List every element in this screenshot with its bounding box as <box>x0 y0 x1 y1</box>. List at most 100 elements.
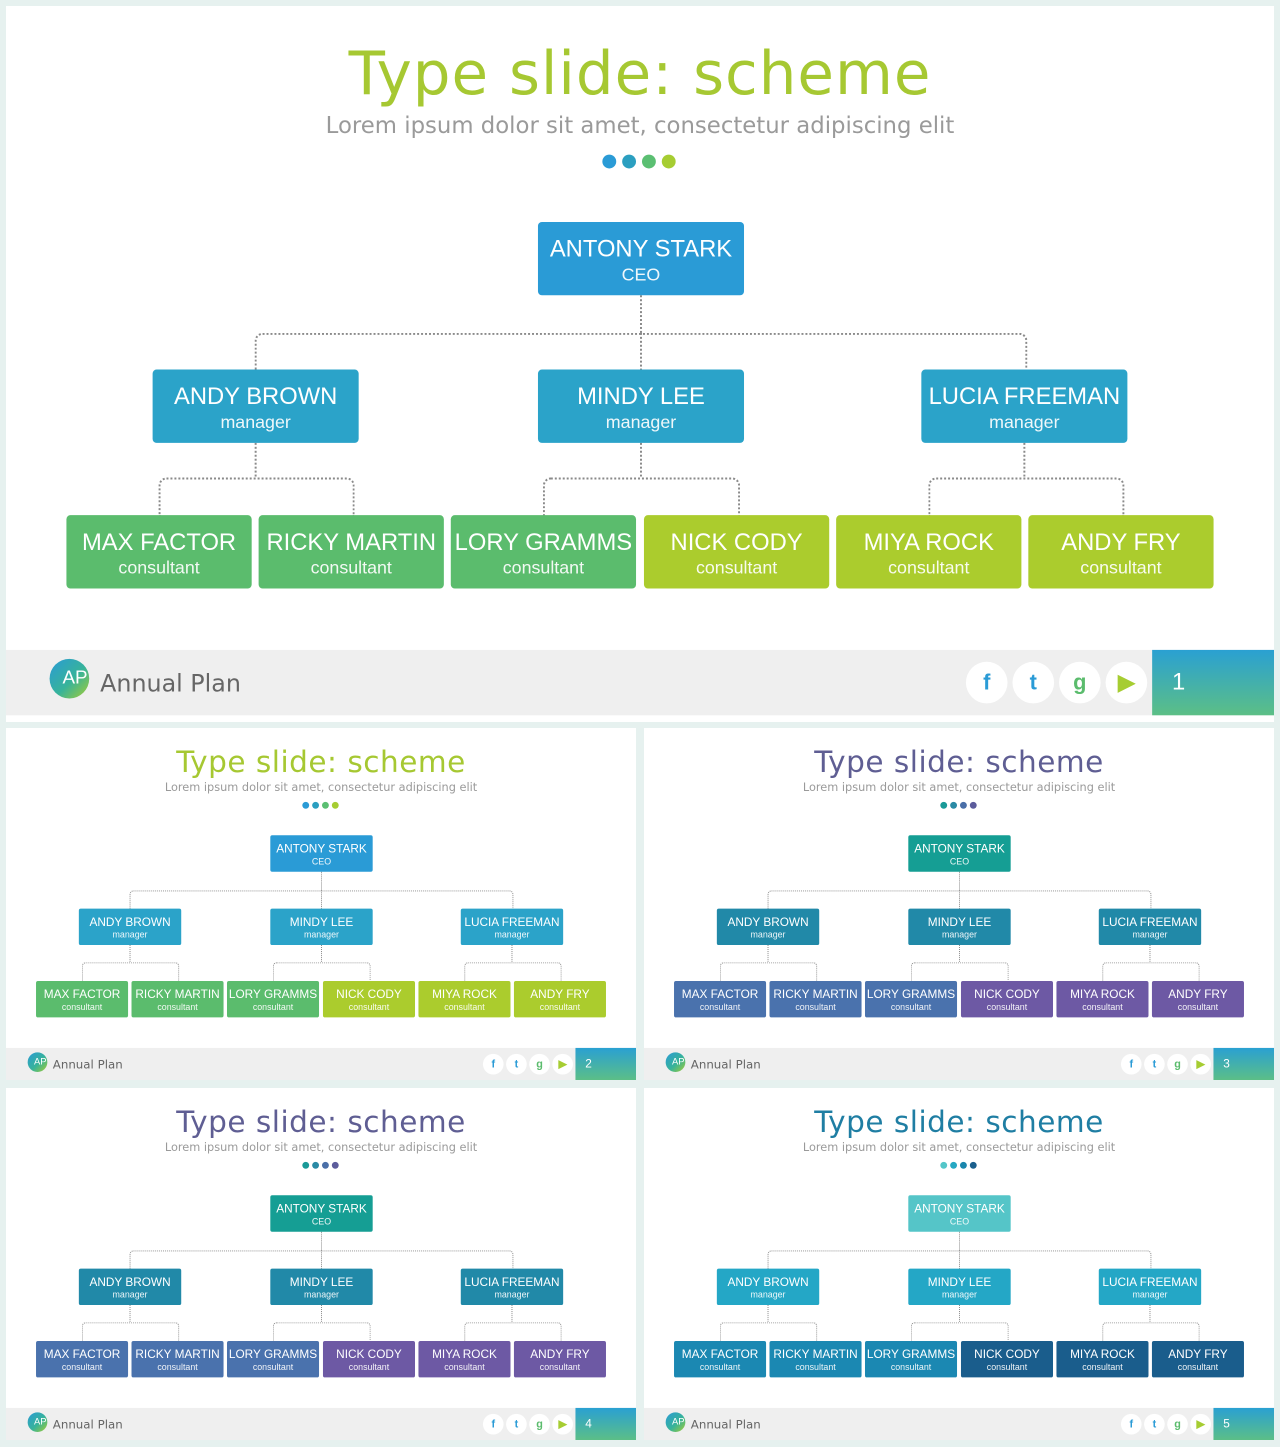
person-name: MINDY LEE <box>927 915 992 929</box>
youtube-icon[interactable]: ▶ <box>552 1053 573 1075</box>
connector-line <box>1149 945 1151 962</box>
person-name: RICKY MARTIN <box>773 987 858 1002</box>
dot-decoration <box>321 1161 329 1169</box>
person-name: MAX FACTOR <box>43 987 121 1002</box>
dot-decoration <box>312 1161 320 1169</box>
dot-decoration <box>661 154 676 169</box>
person-name: MIYA ROCK <box>1070 1347 1135 1362</box>
twitter-icon[interactable]: t <box>1144 1053 1165 1075</box>
person-role: consultant <box>61 1002 103 1012</box>
person-role: manager <box>112 929 148 940</box>
connector-line <box>542 477 740 518</box>
facebook-icon[interactable]: f <box>482 1053 504 1075</box>
twitter-icon[interactable]: t <box>1012 661 1055 704</box>
connector-line <box>1101 1322 1200 1342</box>
google-icon[interactable]: g <box>1167 1413 1188 1435</box>
google-icon[interactable]: g <box>1059 661 1101 704</box>
person-name: MINDY LEE <box>289 915 354 929</box>
person-name: NICK CODY <box>670 529 803 556</box>
slide-title: Type slide: scheme <box>176 1104 466 1140</box>
person-name: MINDY LEE <box>927 1275 992 1289</box>
person-role: manager <box>112 1289 148 1300</box>
person-name: MIYA ROCK <box>1070 987 1135 1002</box>
person-name: ANDY BROWN <box>89 1275 171 1289</box>
slide-title: Type slide: scheme <box>348 39 932 110</box>
person-role: consultant <box>118 557 200 578</box>
youtube-icon[interactable]: ▶ <box>1105 661 1148 704</box>
facebook-icon[interactable]: f <box>1120 1413 1142 1435</box>
dot-decoration <box>969 1161 977 1169</box>
youtube-icon[interactable]: ▶ <box>1190 1053 1211 1075</box>
facebook-icon[interactable]: f <box>965 661 1008 704</box>
facebook-icon[interactable]: f <box>1120 1053 1142 1075</box>
slide-subtitle: Lorem ipsum dolor sit amet, consectetur … <box>164 1141 478 1154</box>
person-role: CEO <box>311 856 332 867</box>
connector-line <box>321 945 322 962</box>
dot-decoration <box>302 1161 310 1169</box>
person-name: ANTONY STARK <box>549 235 733 263</box>
person-name: LUCIA FREEMAN <box>1102 915 1198 929</box>
person-name: ANTONY STARK <box>914 842 1005 856</box>
connector-line <box>910 1322 1009 1342</box>
dot-decoration <box>969 801 977 809</box>
dot-decoration <box>641 154 656 169</box>
connector-line <box>511 1305 513 1322</box>
dot-decoration <box>940 801 948 809</box>
twitter-icon[interactable]: t <box>1144 1413 1165 1435</box>
person-role: consultant <box>888 557 970 578</box>
person-role: manager <box>304 929 339 940</box>
person-role: CEO <box>311 1216 332 1227</box>
youtube-icon[interactable]: ▶ <box>1190 1413 1211 1435</box>
connector-line <box>463 1322 562 1342</box>
connector-line <box>640 295 642 333</box>
youtube-icon[interactable]: ▶ <box>552 1413 573 1435</box>
person-name: ANDY BROWN <box>89 915 171 929</box>
connector-line <box>129 945 131 962</box>
person-name: ANDY FRY <box>530 1347 590 1362</box>
person-role: consultant <box>890 1002 932 1012</box>
person-role: consultant <box>1082 1002 1123 1012</box>
connector-line <box>321 1250 322 1270</box>
person-name: LORY GRAMMS <box>866 987 956 1002</box>
person-role: CEO <box>621 264 661 285</box>
connector-line <box>640 442 642 477</box>
facebook-icon[interactable]: f <box>482 1413 504 1435</box>
dot-decoration <box>950 1161 958 1169</box>
twitter-icon[interactable]: t <box>506 1413 527 1435</box>
google-icon[interactable]: g <box>529 1053 550 1075</box>
google-icon[interactable]: g <box>1167 1053 1188 1075</box>
brand-name: Annual Plan <box>690 1057 761 1072</box>
twitter-icon[interactable]: t <box>506 1053 527 1075</box>
connector-line <box>463 962 562 982</box>
person-role: consultant <box>252 1002 294 1012</box>
connector-line <box>129 1305 131 1322</box>
person-name: MIYA ROCK <box>863 529 994 556</box>
google-icon[interactable]: g <box>529 1413 550 1435</box>
